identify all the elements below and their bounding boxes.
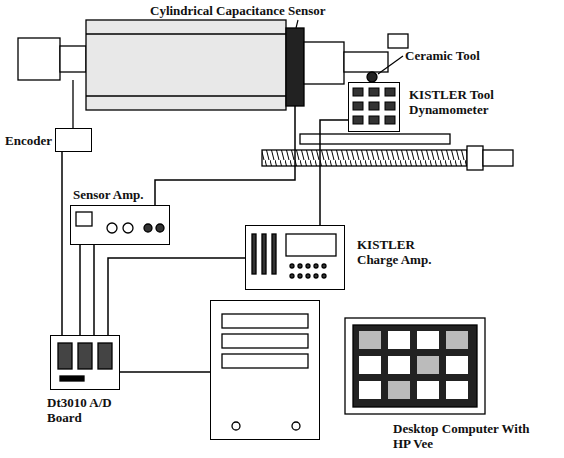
part-label: Cylindrical Capacitance Sensor — [150, 3, 326, 18]
leadscrew — [262, 150, 467, 166]
workpiece — [344, 52, 388, 72]
screen-tile — [417, 381, 439, 399]
screen-tile — [446, 381, 468, 399]
leader-line — [296, 20, 298, 28]
screen-tile — [359, 331, 381, 349]
signal-cable — [120, 371, 210, 373]
device-label: KISTLER Charge Amp. — [357, 237, 447, 267]
amplifier-box: Sensor Amp. — [70, 205, 170, 245]
computer-tower: Desktop Computer With HP Vee — [210, 300, 320, 440]
screen-tile — [388, 381, 410, 399]
carriage — [300, 134, 450, 144]
feed-motor — [483, 150, 513, 166]
device-label: Dt3010 A/D Board — [47, 395, 137, 425]
monitor-screen — [353, 325, 477, 407]
tool-holder — [388, 34, 408, 48]
signal-cable — [79, 245, 81, 335]
sensor-wire — [155, 106, 295, 205]
signal-cable — [320, 120, 348, 225]
screen-tile — [446, 331, 468, 349]
knob — [107, 223, 117, 233]
screen-tile — [446, 356, 468, 374]
monitor — [345, 318, 485, 414]
capacitance-sensor-ring — [286, 28, 304, 106]
spindle-body — [86, 20, 286, 110]
part-label: Ceramic Tool — [405, 48, 480, 63]
device-label: Sensor Amp. — [73, 187, 163, 202]
device-label: Desktop Computer With HP Vee — [393, 421, 543, 451]
screw-bearing — [467, 146, 483, 170]
screen-tile — [388, 356, 410, 374]
coupling — [60, 46, 86, 72]
device-label: Encoder — [5, 133, 55, 148]
screen-tile — [388, 331, 410, 349]
leader-line — [378, 56, 403, 74]
signal-cable — [61, 152, 63, 335]
motor-housing — [18, 38, 60, 80]
signal-cable — [93, 245, 95, 335]
screen-tile — [359, 381, 381, 399]
display — [286, 234, 336, 256]
encoder-box: Encoder — [55, 128, 92, 152]
encoder-shaft — [72, 80, 73, 128]
screen-tile — [359, 356, 381, 374]
ceramic-tool — [367, 72, 377, 82]
charge-amplifier-box: KISTLER Charge Amp. — [245, 225, 345, 290]
signal-cable — [108, 258, 245, 335]
dynamometer-box: KISTLER Tool Dynamometer — [348, 82, 400, 132]
ad-board-box: Dt3010 A/D Board — [50, 335, 120, 390]
chuck — [304, 42, 344, 84]
power-switch — [76, 212, 92, 226]
screen-tile — [417, 331, 439, 349]
screen-tile — [417, 356, 439, 374]
device-label: KISTLER Tool Dynamometer — [409, 87, 519, 117]
